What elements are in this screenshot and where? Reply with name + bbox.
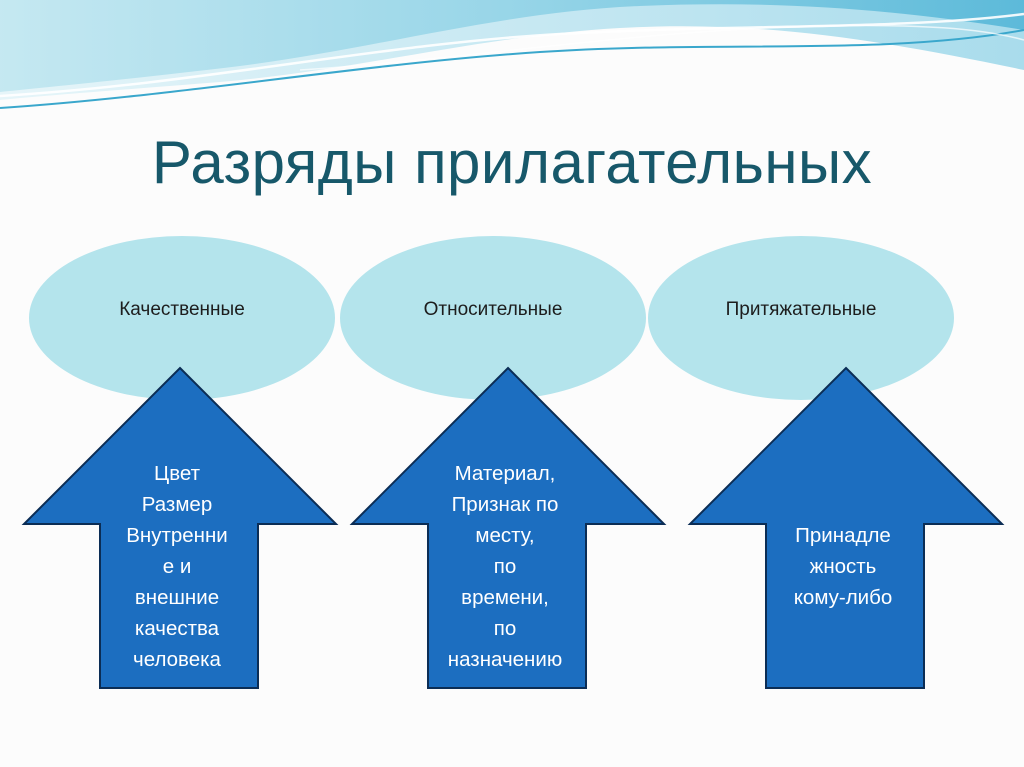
description-line: е и bbox=[162, 555, 192, 578]
wave-line-1 bbox=[0, 29, 1024, 109]
arrow-description: Материал, Признак по месту, по времени, по наз… bbox=[425, 458, 585, 675]
description-line: Признак по bbox=[451, 493, 559, 516]
wave-line-3 bbox=[299, 24, 1024, 71]
description-line: назначению bbox=[447, 648, 563, 671]
description-line: Внутренни bbox=[126, 524, 228, 547]
description-line: Размер bbox=[141, 493, 213, 516]
category-label: Притяжательные bbox=[725, 299, 877, 320]
arrow-polygon bbox=[21, 366, 339, 689]
category-label: Относительные bbox=[423, 299, 563, 320]
description-line: Принадле bbox=[795, 524, 891, 547]
description-line: времени, bbox=[461, 586, 549, 609]
description-line: Цвет bbox=[154, 462, 200, 485]
description-line: по bbox=[493, 555, 517, 578]
decorative-waves bbox=[0, 0, 1024, 109]
up-arrow-shape bbox=[21, 366, 339, 689]
wave-front bbox=[0, 0, 1024, 92]
description-line: кому-либо bbox=[793, 586, 893, 609]
category-label: Качественные bbox=[119, 299, 245, 320]
arrow-polygon bbox=[687, 366, 1005, 689]
description-line: Материал, bbox=[454, 462, 556, 485]
description-line: человека bbox=[133, 648, 221, 671]
description-line: внешние bbox=[134, 586, 220, 609]
up-arrow-shape bbox=[349, 366, 667, 689]
up-arrow-possessive: Принадле жность кому-либо bbox=[668, 366, 1008, 696]
up-arrow-relative: Материал, Признак по месту, по времени, по наз… bbox=[330, 366, 670, 696]
category-ellipse-possessive: Притяжательные bbox=[648, 236, 954, 400]
slide-title: Разряды прилагательных bbox=[151, 129, 873, 196]
description-line: по bbox=[493, 617, 517, 640]
description-line: жность bbox=[809, 555, 877, 578]
description-line: месту, bbox=[475, 524, 535, 547]
wave-line-2 bbox=[0, 12, 1024, 98]
arrow-polygon bbox=[349, 366, 667, 689]
up-arrow-shape bbox=[687, 366, 1005, 689]
arrow-description: Принадле жность кому-либо bbox=[763, 520, 923, 613]
category-ellipse-relative: Относительные bbox=[340, 236, 646, 400]
description-line: качества bbox=[134, 617, 220, 640]
